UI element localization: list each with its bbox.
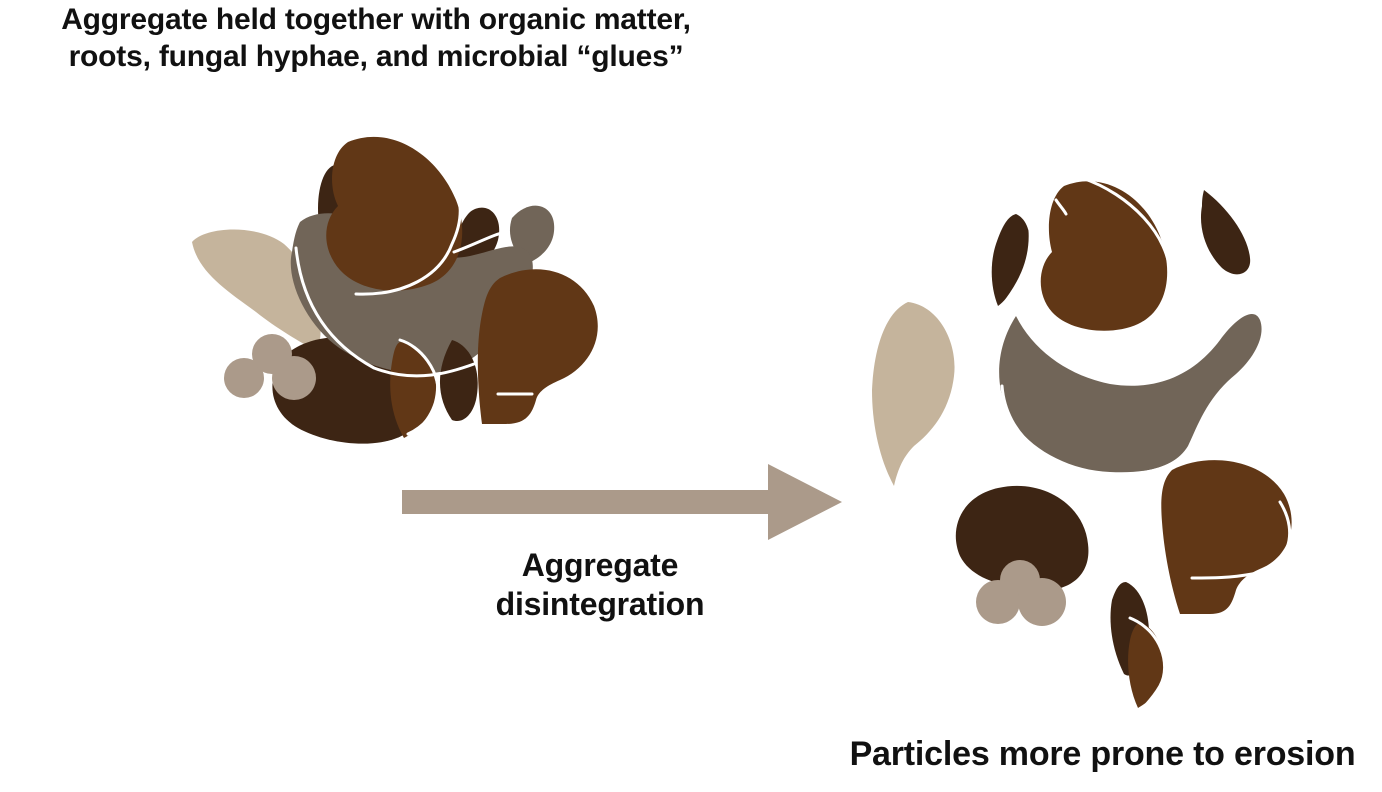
tan-particle — [872, 302, 955, 486]
dark-brown-particle — [439, 340, 478, 422]
medium-brown-particle — [390, 342, 437, 438]
pebble-cluster — [976, 560, 1066, 626]
gray-brown-particle — [999, 313, 1262, 473]
glue-strands — [1054, 176, 1172, 336]
medium-brown-particle — [1040, 181, 1168, 331]
aggregate-caption: Aggregate held together with organic mat… — [0, 2, 752, 75]
glue-strand — [1000, 384, 1190, 476]
dark-brown-particle — [955, 485, 1089, 591]
disintegration-label-line-2: disintegration — [495, 586, 705, 623]
glue-strands — [1190, 500, 1292, 580]
separated-particles — [872, 176, 1292, 714]
aggregate-caption-line-2: roots, fungal hyphae, and microbial “glu… — [68, 39, 684, 73]
glue-strand — [1128, 616, 1166, 714]
pebble-cluster — [224, 334, 316, 400]
dark-brown-particle — [991, 214, 1031, 306]
glue-strands — [294, 130, 534, 436]
medium-brown-particle — [1128, 622, 1164, 708]
medium-brown-particle — [326, 136, 463, 291]
aggregate-caption-line-1: Aggregate held together with organic mat… — [61, 3, 691, 36]
intact-aggregate — [192, 130, 598, 444]
dark-brown-particle — [1200, 190, 1251, 275]
tan-particle — [192, 229, 321, 352]
glue-strand — [1000, 228, 1032, 308]
medium-brown-particle — [1161, 460, 1292, 614]
disintegration-arrow — [402, 464, 842, 540]
erosion-caption: Particles more prone to erosion — [849, 735, 1356, 773]
medium-brown-particle — [477, 269, 598, 424]
disintegration-label-line-1: Aggregate — [521, 547, 679, 583]
